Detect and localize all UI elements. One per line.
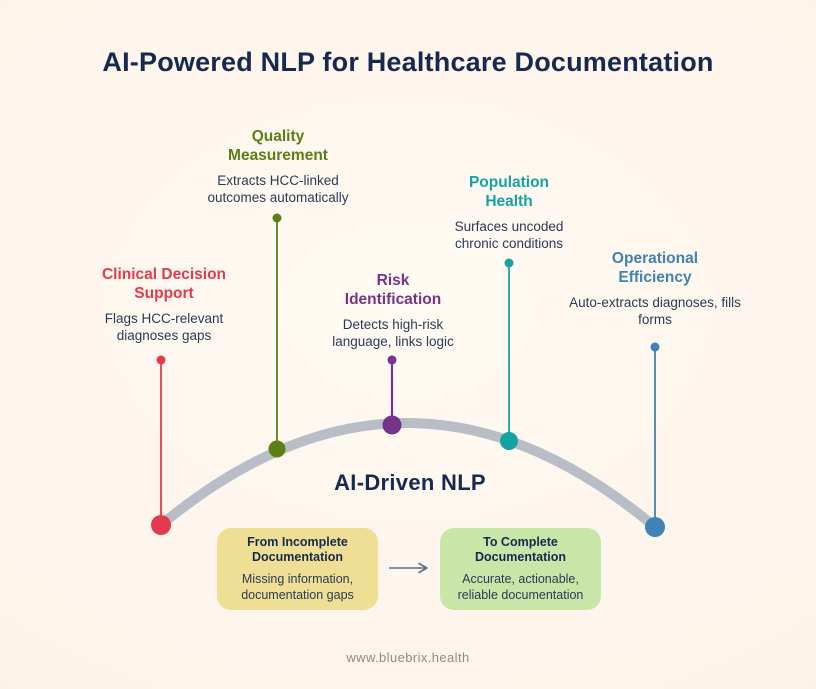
milestone-description: Flags HCC-relevant diagnoses gaps <box>104 310 224 344</box>
milestone-description: Surfaces uncoded chronic conditions <box>454 218 564 252</box>
connector-top-dot-operational-efficiency <box>650 342 660 352</box>
connector-top-dot-clinical-decision-support <box>156 355 166 365</box>
arc-dot-risk-identification <box>382 415 402 435</box>
milestone-quality-measurement: Quality Measurement Extracts HCC-linked … <box>193 128 363 207</box>
milestone-title: Population Health <box>468 174 550 210</box>
milestone-description: Extracts HCC-linked outcomes automatical… <box>207 172 349 206</box>
milestone-risk-identification: Risk Identification Detects high-risk la… <box>318 272 468 351</box>
flow-box-title: To Complete Documentation <box>475 534 566 565</box>
flow-box-to-complete: To Complete Documentation Accurate, acti… <box>440 528 601 610</box>
connector-top-dot-risk-identification <box>387 355 397 365</box>
milestone-description: Detects high-risk language, links logic <box>332 316 454 350</box>
arc-dot-clinical-decision-support <box>151 515 171 535</box>
milestone-title: Quality Measurement <box>228 128 328 164</box>
arc-label: AI-Driven NLP <box>334 470 486 495</box>
milestone-title: Clinical Decision Support <box>101 266 227 302</box>
connector-top-dot-quality-measurement <box>272 213 282 223</box>
flow-box-description: Missing information, documentation gaps <box>241 571 354 603</box>
milestone-title: Operational Efficiency <box>611 250 699 286</box>
connector-top-dot-population-health <box>504 258 514 268</box>
page-title: AI-Powered NLP for Healthcare Documentat… <box>102 47 714 77</box>
milestone-operational-efficiency: Operational Efficiency Auto-extracts dia… <box>565 250 745 329</box>
flow-box-title: From Incomplete Documentation <box>247 534 348 565</box>
flow-arrow-icon <box>389 562 428 574</box>
arc-dot-quality-measurement <box>268 440 286 458</box>
milestone-description: Auto-extracts diagnoses, fills forms <box>569 294 741 328</box>
milestone-title: Risk Identification <box>344 272 442 308</box>
arc-curve <box>156 418 660 532</box>
arc-dot-population-health <box>500 432 518 450</box>
milestone-population-health: Population Health Surfaces uncoded chron… <box>434 174 584 253</box>
arc-dot-operational-efficiency <box>645 517 665 537</box>
flow-box-from-incomplete: From Incomplete Documentation Missing in… <box>217 528 378 610</box>
flow-box-description: Accurate, actionable, reliable documenta… <box>457 571 584 603</box>
milestone-clinical-decision-support: Clinical Decision Support Flags HCC-rele… <box>79 266 249 345</box>
footer-url: www.bluebrix.health <box>346 650 470 665</box>
